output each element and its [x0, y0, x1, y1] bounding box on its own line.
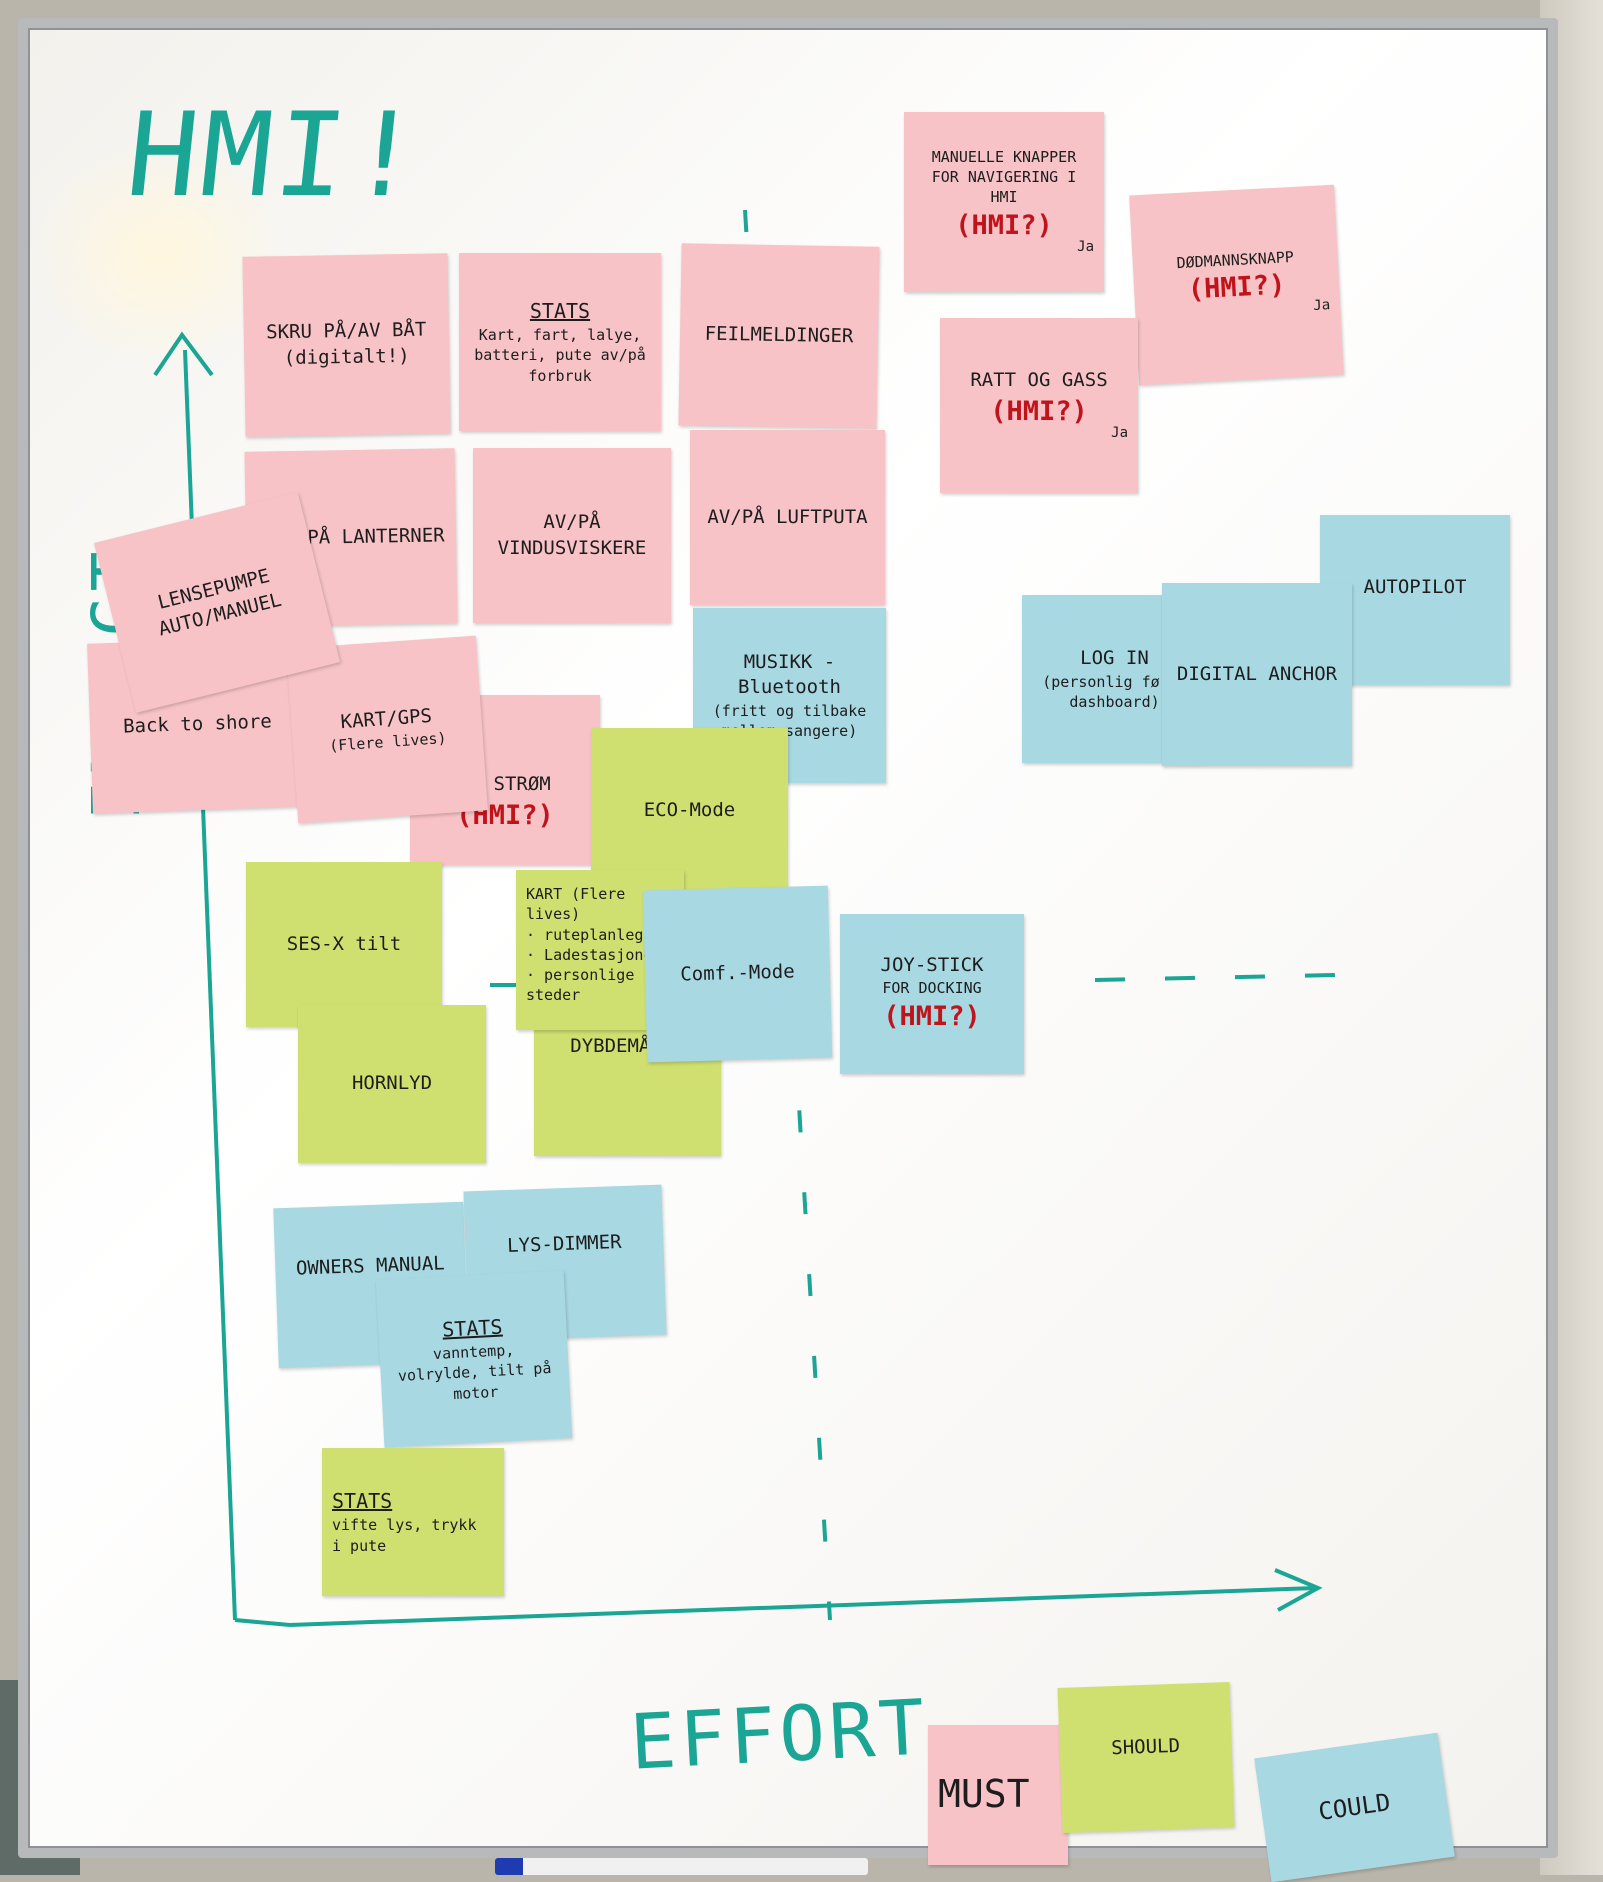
ja-mark: Ja — [1312, 297, 1331, 314]
note-text: vifte lys, trykk i pute — [332, 1516, 477, 1555]
sticky-note-dodmannsknapp[interactable]: DØDMANNSKNAPP (HMI?) Ja — [1129, 184, 1344, 386]
sticky-note-luftputa[interactable]: AV/PÅ LUFTPUTA — [690, 430, 885, 605]
sticky-note-vindusviskere[interactable]: AV/PÅ VINDUSVISKERE — [473, 448, 671, 623]
note-subtext: · ruteplanlegger · Ladestasjoner · perso… — [526, 925, 671, 1005]
hmi-tag: (HMI?) — [990, 395, 1088, 427]
note-text: RATT OG GASS — [970, 369, 1108, 392]
note-text: KART (Flere lives) — [526, 885, 626, 924]
note-text: SKRU PÅ/AV BÅT — [266, 318, 427, 344]
legend-must[interactable]: MUST — [928, 1725, 1068, 1865]
sticky-note-digital-anchor[interactable]: DIGITAL ANCHOR — [1162, 583, 1352, 766]
hmi-tag: (HMI?) — [955, 209, 1053, 241]
sticky-note-musikk[interactable]: MUSIKK - Bluetooth (fritt og tilbake mel… — [693, 608, 886, 783]
note-title: STATS — [441, 1314, 504, 1342]
legend-label: COULD — [1316, 1788, 1393, 1827]
note-text: AV/PÅ LUFTPUTA — [707, 505, 868, 528]
sticky-note-hornlyd[interactable]: HORNLYD — [298, 1005, 486, 1163]
whiteboard-marker[interactable] — [495, 1858, 868, 1875]
sticky-note-eco-mode[interactable]: ECO-Mode — [591, 728, 788, 893]
legend-should[interactable]: SHOULD — [1057, 1682, 1235, 1833]
ja-mark: Ja — [1111, 425, 1128, 442]
note-text: AUTOPILOT — [1363, 576, 1467, 598]
note-text: ECO-Mode — [643, 798, 736, 821]
sticky-note-ratt-og-gass[interactable]: RATT OG GASS (HMI?) Ja — [940, 318, 1138, 493]
note-text: Comf.-Mode — [680, 960, 795, 986]
note-text: FEILMELDINGER — [704, 322, 854, 348]
legend-label: SHOULD — [1110, 1734, 1181, 1760]
note-text: vanntemp, volrylde, tilt på motor — [397, 1341, 552, 1403]
ja-mark: Ja — [1077, 239, 1094, 256]
note-subtext: (personlig fører dashboard) — [1042, 672, 1187, 711]
note-title: STATS — [332, 1489, 393, 1514]
hmi-tag: (HMI?) — [1187, 269, 1287, 306]
note-text: LYS-DIMMER — [506, 1231, 622, 1258]
note-text: MANUELLE KNAPPER FOR NAVIGERING I HMI — [931, 147, 1077, 207]
note-text: LOG IN — [1080, 646, 1149, 669]
legend-label: MUST — [938, 1772, 1030, 1817]
sticky-note-comfort-mode[interactable]: Comf.-Mode — [642, 885, 833, 1063]
note-text: MUSIKK - Bluetooth — [738, 650, 841, 699]
note-text: LENSEPUMPE AUTO/MANUEL — [155, 564, 284, 641]
sticky-note-feilmeldinger[interactable]: FEILMELDINGER — [678, 243, 880, 429]
legend-could[interactable]: COULD — [1254, 1732, 1455, 1882]
sticky-note-stats-vifte[interactable]: STATS vifte lys, trykk i pute — [322, 1448, 504, 1596]
note-text: Back to shore — [122, 710, 273, 738]
note-text: AV/PÅ VINDUSVISKERE — [497, 510, 647, 559]
note-text: PÅ LANTERNER — [307, 524, 445, 549]
sticky-note-manuelle-knapper[interactable]: MANUELLE KNAPPER FOR NAVIGERING I HMI (H… — [904, 112, 1104, 292]
note-text: HORNLYD — [351, 1072, 433, 1095]
sticky-note-stats[interactable]: STATS Kart, fart, lalye, batteri, pute a… — [459, 253, 661, 431]
note-text: Kart, fart, lalye, batteri, pute av/på f… — [474, 326, 646, 385]
note-text: JOY-STICK — [880, 953, 984, 976]
hmi-tag: (HMI?) — [883, 1000, 981, 1032]
note-text: DIGITAL ANCHOR — [1176, 662, 1338, 685]
note-title: STATS — [529, 299, 591, 324]
sticky-note-stats-motor[interactable]: STATS vanntemp, volrylde, tilt på motor — [375, 1270, 573, 1448]
note-text: SES-X tilt — [286, 932, 402, 955]
note-subtext: FOR DOCKING — [882, 979, 982, 998]
sticky-note-ses-x[interactable]: SES-X tilt — [246, 862, 442, 1027]
sticky-note-joystick[interactable]: JOY-STICK FOR DOCKING (HMI?) — [840, 914, 1024, 1074]
effort-axis-label: EFFORT — [627, 1682, 931, 1787]
sticky-note-skru[interactable]: SKRU PÅ/AV BÅT (digitalt!) — [242, 253, 451, 437]
note-subtext: (digitalt!) — [283, 344, 410, 370]
note-subtext: (fritt og tilbake mellom sangere) — [712, 701, 867, 741]
board-title: HMI! — [120, 88, 431, 223]
